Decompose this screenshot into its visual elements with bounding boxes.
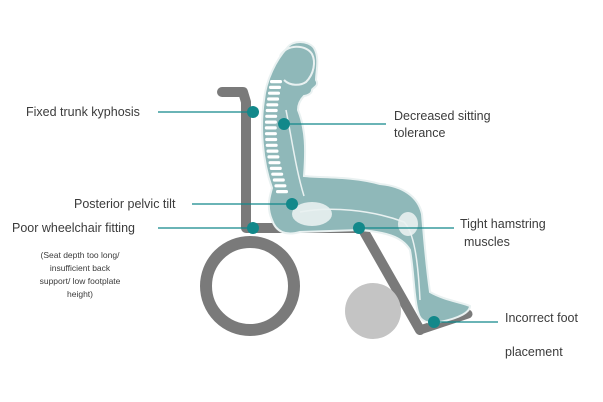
- figure-arm: [285, 109, 305, 197]
- seated-figure: [261, 41, 472, 324]
- vertebra: [265, 114, 278, 118]
- vertebra: [267, 155, 280, 159]
- vertebra: [264, 120, 277, 124]
- label-posterior-pelvic: Posterior pelvic tilt: [74, 197, 176, 211]
- vertebra: [269, 85, 281, 89]
- vertebra: [274, 184, 287, 188]
- figure-body-outline: [261, 41, 472, 324]
- vertebra: [276, 190, 288, 194]
- marker-tight-hamstring: [353, 222, 365, 234]
- vertebra: [266, 149, 279, 153]
- marker-decreased-sitting: [278, 118, 290, 130]
- label-decreased-sitting-line1: Decreased sitting: [394, 109, 491, 123]
- wheelchair-back-frame: [217, 87, 425, 335]
- wheelchair-caster-wheel: [345, 283, 401, 339]
- label-poor-fitting-note-4: height): [67, 289, 93, 299]
- vertebra: [268, 91, 280, 95]
- label-poor-fitting-note-2: insufficient back: [49, 263, 111, 273]
- label-incorrect-foot-line1: Incorrect foot: [505, 311, 578, 325]
- marker-poor-fitting: [247, 222, 259, 234]
- label-incorrect-foot-line2: placement: [505, 345, 563, 359]
- spine: [264, 80, 288, 194]
- wheelchair: [200, 87, 473, 339]
- label-tight-hamstring-line2: muscles: [464, 235, 510, 249]
- vertebra: [264, 126, 277, 130]
- vertebra: [267, 97, 280, 101]
- vertebra: [265, 143, 278, 147]
- marker-incorrect-foot: [428, 316, 440, 328]
- vertebra: [264, 132, 277, 136]
- label-decreased-sitting-line2: tolerance: [394, 126, 446, 140]
- label-tight-hamstring-line1: Tight hamstring: [460, 217, 546, 231]
- marker-posterior-pelvic: [286, 198, 298, 210]
- vertebra: [265, 137, 278, 142]
- wheelchair-rear-wheel: [200, 236, 300, 336]
- knee-bone: [398, 212, 418, 236]
- vertebra: [265, 108, 278, 113]
- vertebra: [269, 166, 282, 170]
- skull-outline: [279, 45, 315, 86]
- vertebra: [272, 178, 285, 182]
- label-poor-fitting-note-1: (Seat depth too long/: [40, 250, 120, 260]
- label-poor-fitting: Poor wheelchair fitting: [12, 221, 135, 235]
- vertebra: [271, 172, 284, 176]
- marker-fixed-trunk: [247, 106, 259, 118]
- pelvis-bone: [292, 202, 332, 226]
- vertebra: [268, 161, 281, 165]
- label-poor-fitting-note-3: support/ low footplate: [39, 276, 121, 286]
- vertebra: [266, 103, 279, 107]
- leader-lines: [158, 111, 498, 323]
- label-fixed-trunk: Fixed trunk kyphosis: [26, 105, 140, 119]
- markers: [247, 106, 440, 328]
- vertebra: [270, 80, 282, 84]
